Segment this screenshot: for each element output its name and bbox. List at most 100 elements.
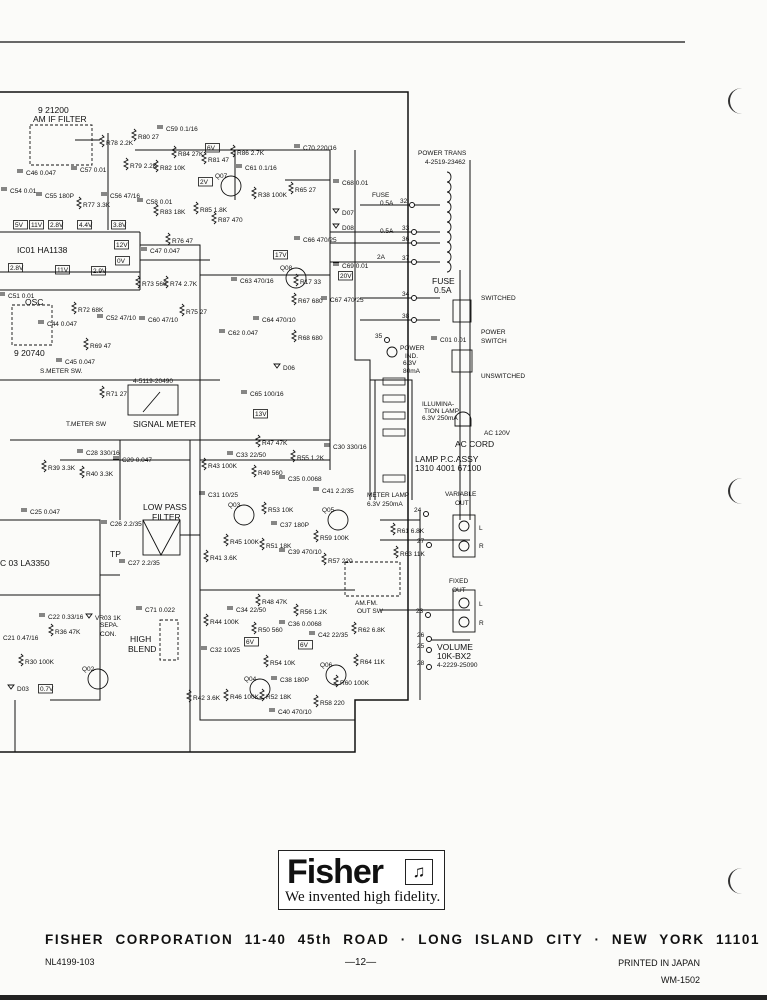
label-out2: OUT [452,587,466,594]
label-osc: OSC [25,297,43,307]
resistor-symbol [292,603,300,617]
capacitor-symbol [139,316,145,320]
punch-hole [728,478,756,504]
label-l1: L [479,525,483,532]
capacitor-symbol [17,169,23,173]
fixed-out-jacks [452,589,476,633]
component-r73: R73 560 [142,281,167,288]
voltage-v17: 17V [275,252,287,259]
resistor-symbol [262,654,270,668]
resistor-symbol [250,186,258,200]
terminal-pin [411,229,417,235]
voltage-box [55,265,70,275]
resistor-symbol [254,593,262,607]
label-ic03: C 03 LA3350 [0,558,50,568]
label-filter: FILTER [152,512,181,522]
voltage-box [8,263,23,273]
capacitor-symbol [227,451,233,455]
fisher-logo: Fisher ♫ We invented high fidelity. [278,850,445,910]
pin-p36: 36 [402,236,410,243]
component-c67: C67 470/25 [330,297,364,304]
resistor-symbol [392,545,400,559]
resistor-symbol [260,501,268,515]
pin-p38: 38 [402,313,410,320]
transformer-coil [446,221,452,233]
resistor-symbol [98,134,106,148]
transistor-symbol [220,175,242,197]
component-c44: C44 0.047 [47,321,77,328]
voltage-box [205,143,220,153]
component-c46: C46 0.047 [26,170,56,177]
component-r36: R36 47K [55,629,81,636]
page-number: —12— [345,957,377,968]
component-r30: R30 100K [25,659,55,666]
transformer-coil [446,201,452,213]
component-c62: C62 0.047 [228,330,258,337]
component-r64: R64 11K [360,659,385,666]
terminal-pin [411,259,417,265]
capacitor-symbol [38,320,44,324]
voltage-v13: 13V [255,411,267,418]
transistor-symbol [285,267,307,289]
component-c22: C22 0.33/16 [48,614,84,621]
pin-p23: 23 [416,608,424,615]
label-power: POWER [481,329,506,336]
component-d03: D03 [17,686,29,693]
capacitor-symbol [294,144,300,148]
label-power-ind-val2: 80mA [403,368,421,375]
component-r69: R69 47 [90,343,111,350]
terminal-pin [426,636,432,642]
punch-hole [728,868,756,894]
component-c39: C39 470/10 [288,549,322,556]
capacitor-symbol [279,548,285,552]
component-c27: C27 2.2/35 [128,560,160,567]
label-volume-part: 4-2229-25090 [437,662,478,669]
component-r46: R46 100K [230,694,260,701]
component-r80: R80 27 [138,134,159,141]
component-r63: R63 11K [400,551,425,558]
signal-meter [127,384,179,416]
component-c52: C52 47/10 [106,315,136,322]
pin-p33: 33 [402,225,410,232]
label-t-meter-sw: T.METER SW [66,421,107,428]
resistor-symbol [164,232,172,246]
resistor-symbol [289,449,297,463]
voltage-v6c: 6V [300,642,309,649]
logo-tagline: We invented high fidelity. [285,889,441,905]
terminal-pin [423,511,429,517]
capacitor-symbol [313,487,319,491]
transistor-symbol [233,504,255,526]
component-r75: R75 27 [186,309,207,316]
resistor-symbol [202,549,210,563]
label-illum1: ILLUMINA- [422,401,454,408]
component-r68: R68 680 [298,335,323,342]
component-r57: R57 220 [328,558,353,565]
component-q03: Q03 [228,502,241,509]
component-c69: C69 0.01 [342,263,369,270]
punch-hole [728,88,756,114]
resistor-symbol [47,623,55,637]
component-c42: C42 22/35 [318,632,348,639]
label-ac-120: AC 120V [484,430,511,437]
resistor-symbol [130,128,138,142]
label-power-trans-part: 4-2519-23462 [425,159,466,166]
label-blend: BLEND [128,644,156,654]
transformer-coil [446,231,452,243]
ac-plug-icon [454,411,472,427]
component-symbols [0,124,476,712]
component-r51: R51 18K [266,543,292,550]
label-volume-val: 10K-BX2 [437,651,471,661]
label-variable: VARIABLE [445,491,477,498]
diode-symbol [332,208,340,214]
resistor-symbol [178,303,186,317]
label-out: OUT [455,500,469,507]
label-meter-lamp: METER LAMP [367,492,409,499]
component-r44: R44 100K [210,619,240,626]
transformer-coil [446,261,452,273]
lamp-symbol [382,411,406,420]
label-am-if-filter: AM IF FILTER [33,114,87,124]
resistor-symbol [312,529,320,543]
capacitor-symbol [36,192,42,196]
label-ac-cord: AC CORD [455,439,494,449]
component-r53: R53 10K [268,507,294,514]
